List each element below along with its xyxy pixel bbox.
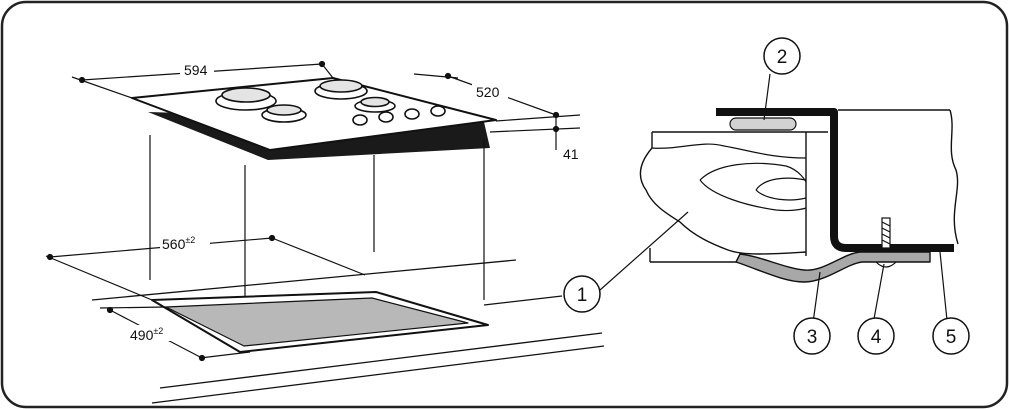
svg-text:1: 1 — [577, 285, 588, 306]
control-knobs — [352, 105, 446, 126]
fixing-bracket — [735, 251, 931, 283]
burners — [215, 79, 396, 123]
callout-2: 2 — [763, 37, 801, 75]
worktop-lines — [91, 259, 605, 404]
fixing-screw — [875, 217, 897, 268]
height-label: 41 — [563, 146, 579, 162]
cutout-fill — [165, 297, 469, 347]
seal — [729, 117, 797, 131]
cooktop-hob — [131, 77, 497, 160]
svg-text:5: 5 — [946, 327, 957, 348]
projection-lines — [149, 135, 485, 313]
svg-text:3: 3 — [807, 327, 818, 348]
cross-section — [639, 108, 959, 283]
callout-5: 5 — [932, 317, 970, 355]
svg-text:2: 2 — [777, 47, 788, 68]
svg-text:4: 4 — [871, 327, 882, 348]
callout-1: 1 — [563, 275, 601, 313]
callout-3: 3 — [793, 317, 831, 355]
cutout-depth-label: 490±2 — [130, 326, 163, 343]
width-label: 594 — [184, 62, 208, 78]
cutout-width-label: 560±2 — [162, 235, 195, 252]
depth-label: 520 — [476, 84, 500, 100]
worktop-section — [639, 147, 807, 255]
callout-4: 4 — [857, 317, 895, 355]
hob-casing-section — [716, 108, 954, 252]
